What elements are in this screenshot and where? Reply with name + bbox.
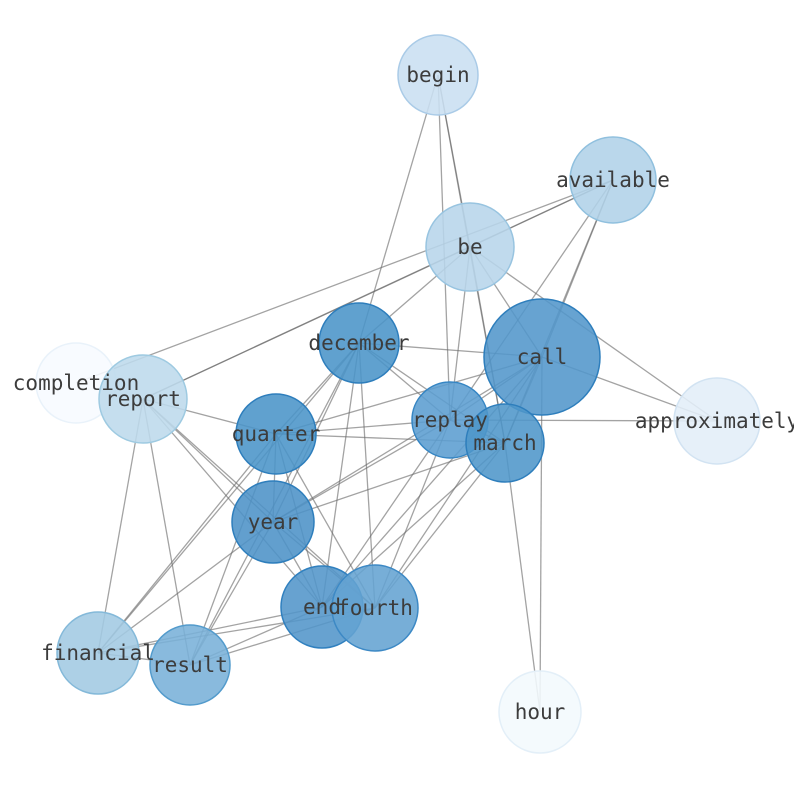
edge-quarter-financial (97, 433, 277, 654)
node-call (483, 298, 601, 416)
node-quarter (235, 393, 317, 475)
node-label-december: december (308, 331, 409, 355)
node-label-quarter: quarter (232, 422, 321, 446)
node-begin (397, 34, 479, 116)
node-fourth (331, 564, 419, 652)
node-march (465, 403, 545, 483)
edge-december-end (321, 342, 360, 608)
edge-quarter-result (189, 433, 277, 666)
node-label-fourth: fourth (337, 596, 413, 620)
node-hour (498, 670, 582, 754)
node-label-completion: completion (13, 371, 139, 395)
node-available (569, 136, 657, 224)
node-label-available: available (556, 168, 670, 192)
edge-march-hour (504, 442, 541, 713)
nodes-layer (35, 34, 761, 754)
edge-december-fourth (358, 342, 376, 609)
edge-begin-december (358, 74, 439, 344)
edge-be-report (142, 246, 471, 400)
edge-report-result (142, 398, 191, 666)
node-label-financial: financial (41, 641, 155, 665)
node-year (231, 480, 315, 564)
node-label-begin: begin (406, 63, 469, 87)
labels-layer: completion begin available be report december… (13, 63, 794, 724)
edge-report-end (142, 398, 323, 608)
node-label-hour: hour (515, 700, 566, 724)
node-december (318, 302, 400, 384)
edge-available-completion (75, 179, 614, 384)
node-label-be: be (457, 235, 482, 259)
node-label-report: report (105, 387, 181, 411)
node-label-result: result (152, 653, 228, 677)
node-approximately (673, 377, 761, 465)
node-result (149, 624, 231, 706)
node-label-march: march (473, 431, 536, 455)
node-label-replay: replay (412, 408, 488, 432)
edge-call-hour (539, 356, 543, 713)
node-financial (56, 611, 140, 695)
node-label-year: year (248, 510, 299, 534)
node-label-approximately: approximately (635, 409, 794, 433)
node-label-call: call (517, 345, 568, 369)
node-label-end: end (303, 595, 341, 619)
node-be (425, 202, 515, 292)
node-report (98, 354, 188, 444)
